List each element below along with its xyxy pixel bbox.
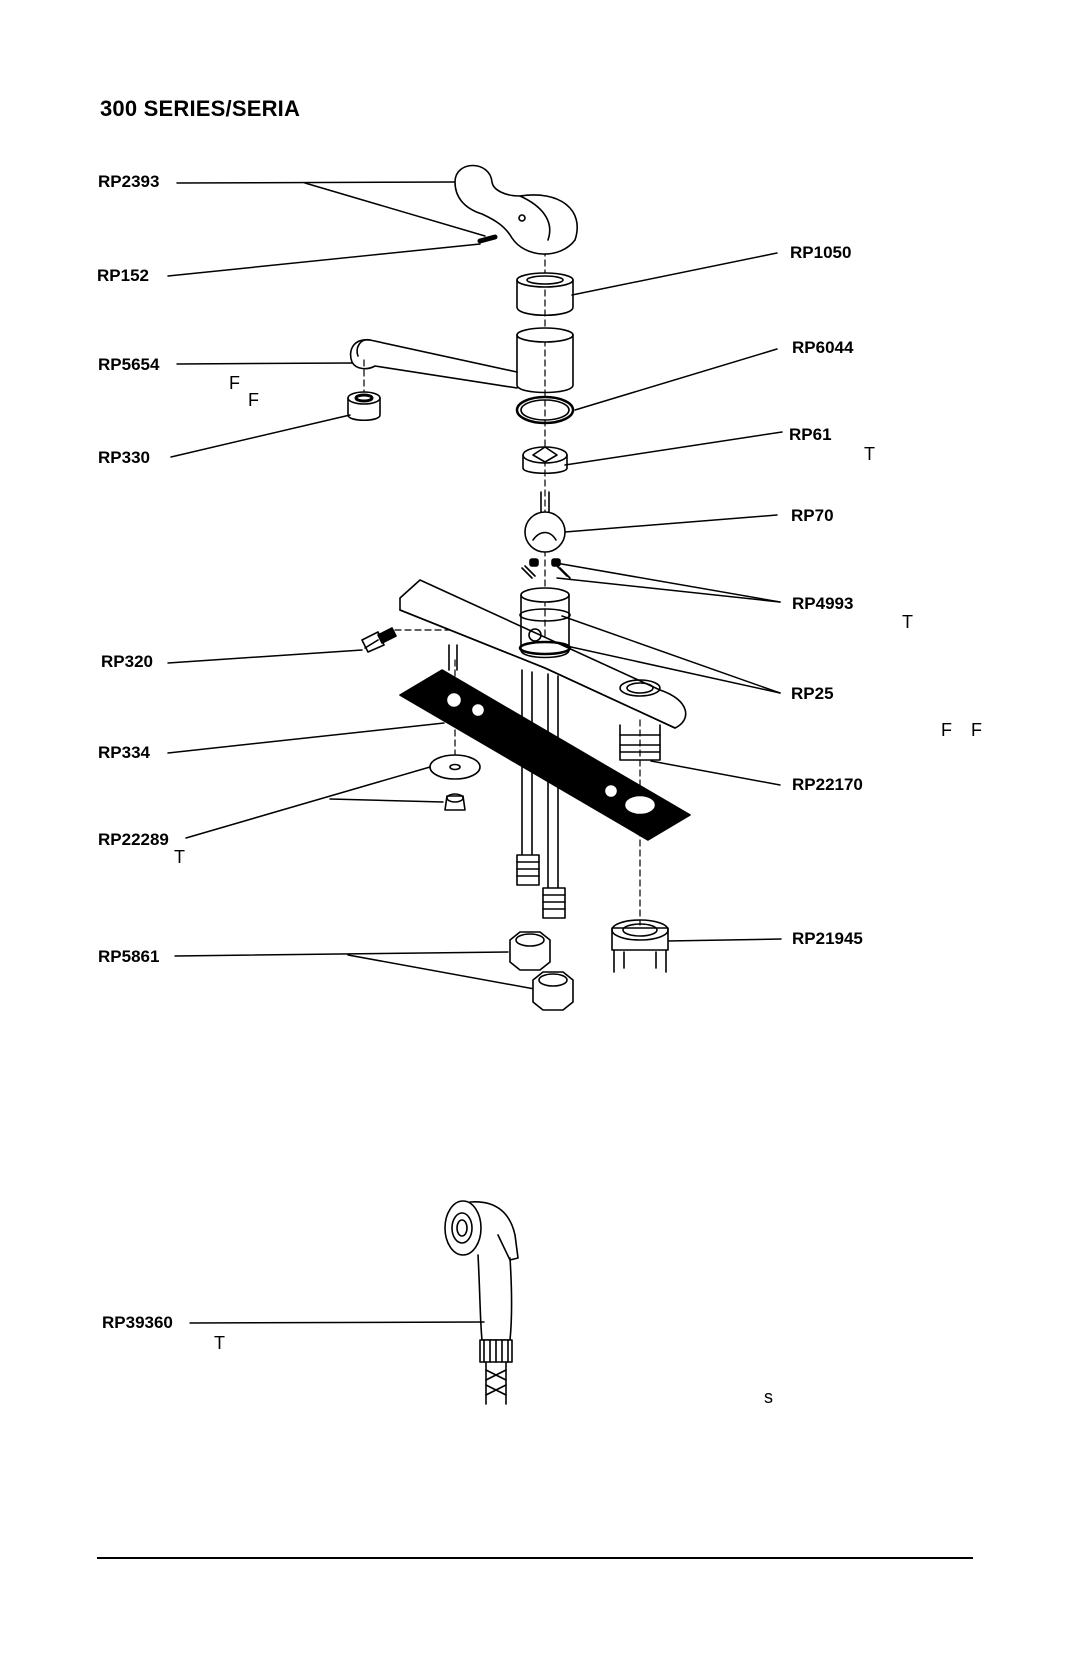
text-fragment: s [764, 1387, 773, 1407]
part-label-rp5654: RP5654 [98, 355, 160, 374]
leader-lines [167, 181, 783, 1324]
part-label-rp22170: RP22170 [792, 775, 863, 794]
text-fragment: T [214, 1333, 225, 1353]
gasket-part [399, 669, 691, 841]
part-label-rp4993: RP4993 [792, 594, 854, 613]
part-label-rp1050: RP1050 [790, 243, 852, 262]
diverter-port-part [619, 679, 661, 761]
part-label-rp61: RP61 [789, 425, 832, 444]
part-label-rp2393: RP2393 [98, 172, 160, 191]
coupling-nuts-part [509, 931, 574, 1011]
handle-part [454, 164, 578, 255]
part-label-rp5861: RP5861 [98, 947, 160, 966]
part-label-rp334: RP334 [98, 743, 150, 762]
o-ring-part [515, 395, 575, 425]
supply-tubes-part [516, 669, 566, 919]
cartridge-body-part [518, 587, 572, 659]
page-title: 300 SERIES/SERIA [100, 96, 301, 121]
part-label-rp152: RP152 [97, 266, 149, 285]
text-fragment: F [229, 373, 240, 393]
spray-mount-nut-part [611, 919, 669, 973]
part-label-rp22289: RP22289 [98, 830, 169, 849]
text-fragment: T [174, 847, 185, 867]
adjusting-ring-part [522, 446, 568, 475]
part-label-rp25: RP25 [791, 684, 834, 703]
part-label-rp330: RP330 [98, 448, 150, 467]
spray-head-part [444, 1200, 519, 1405]
text-fragment: F [971, 720, 982, 740]
bottom-rule [97, 1557, 973, 1559]
part-label-rp39360: RP39360 [102, 1313, 173, 1332]
part-label-rp21945: RP21945 [792, 929, 863, 948]
part-label-rp320: RP320 [101, 652, 153, 671]
cap-part [516, 272, 574, 316]
part-label-rp6044: RP6044 [792, 338, 854, 357]
mounting-hardware-part [429, 644, 481, 811]
text-fragment: F [248, 390, 259, 410]
text-fragment: T [902, 612, 913, 632]
text-fragment: F [941, 720, 952, 740]
spout-part [349, 327, 574, 394]
seats-springs-part [521, 558, 571, 579]
text-fragment: T [864, 444, 875, 464]
part-label-rp70: RP70 [791, 506, 834, 525]
ball-part [524, 491, 566, 553]
aerator-part [347, 391, 381, 422]
set-screw-part [361, 627, 397, 653]
